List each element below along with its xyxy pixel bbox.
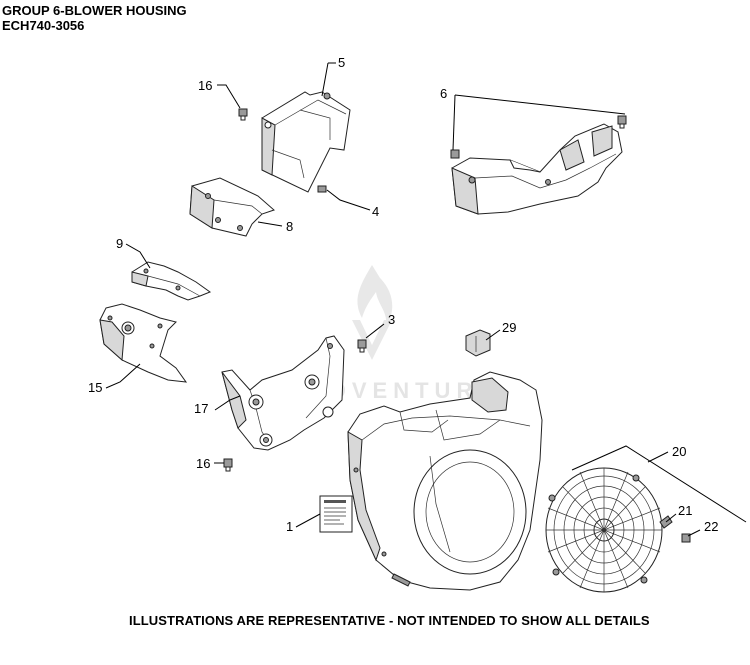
callout-21: 21 — [678, 503, 692, 518]
part-16-bolt-bottom — [223, 458, 233, 472]
part-17-bracket — [221, 335, 345, 451]
part-1-decal — [319, 495, 353, 533]
part-9-plate — [131, 261, 212, 301]
callout-15: 15 — [88, 380, 102, 395]
callout-22: 22 — [704, 519, 718, 534]
part-5-baffle — [261, 91, 351, 193]
callout-3: 3 — [388, 312, 395, 327]
callout-20: 20 — [672, 444, 686, 459]
diagram-title: GROUP 6-BLOWER HOUSING — [2, 3, 187, 18]
callout-9: 9 — [116, 236, 123, 251]
part-29-clip — [465, 329, 491, 357]
blower-housing — [347, 371, 543, 591]
callout-6: 6 — [440, 86, 447, 101]
part-3-screw — [357, 339, 367, 353]
callout-16-top: 16 — [198, 78, 212, 93]
callout-1: 1 — [286, 519, 293, 534]
part-4-nut — [317, 185, 327, 193]
callout-5: 5 — [338, 55, 345, 70]
callout-29: 29 — [502, 320, 516, 335]
callout-16-bottom: 16 — [196, 456, 210, 471]
callout-4: 4 — [372, 204, 379, 219]
part-6-screw-left — [450, 149, 460, 159]
part-15-side-baffle — [99, 303, 188, 383]
leader-lines — [105, 62, 747, 537]
part-16-bolt-top — [238, 108, 248, 121]
callout-17: 17 — [194, 401, 208, 416]
disclaimer-footer: ILLUSTRATIONS ARE REPRESENTATIVE - NOT I… — [129, 613, 650, 628]
callout-8: 8 — [286, 219, 293, 234]
model-number: ECH740-3056 — [2, 18, 85, 33]
callout-labels: 5 16 6 4 8 9 3 29 15 17 16 20 1 21 22 — [88, 55, 718, 534]
part-8-baffle — [189, 177, 275, 237]
part-6-shroud — [451, 123, 623, 215]
part-20-grill-screen — [545, 467, 663, 593]
part-6-screw-right — [617, 115, 627, 129]
